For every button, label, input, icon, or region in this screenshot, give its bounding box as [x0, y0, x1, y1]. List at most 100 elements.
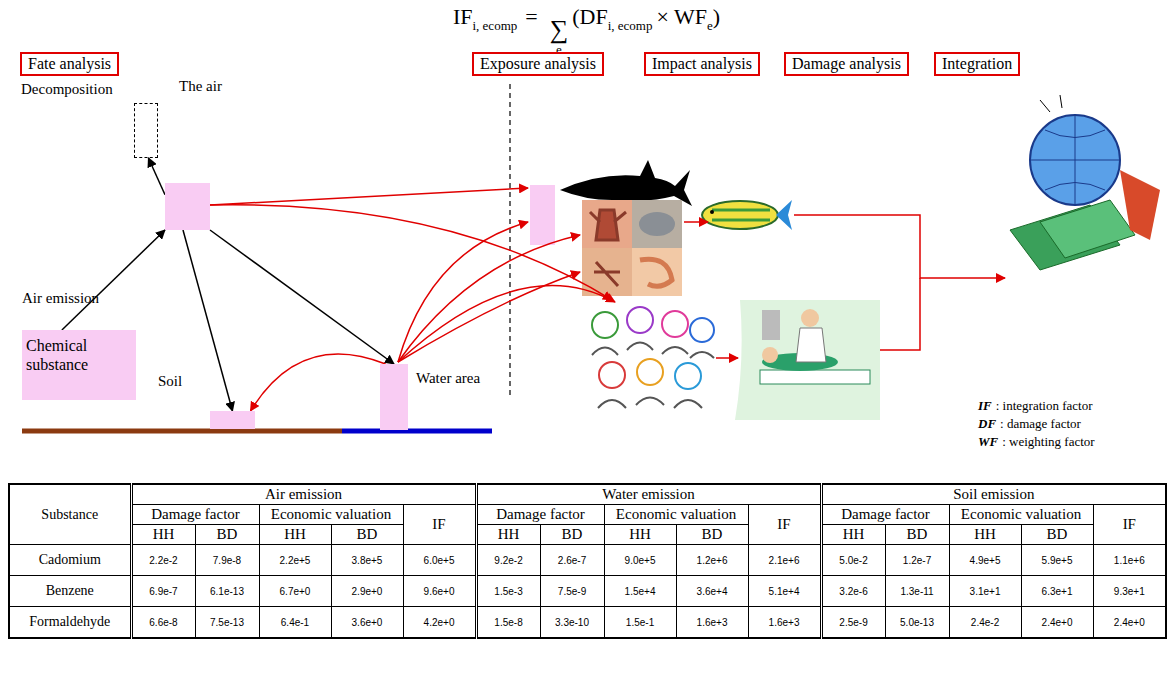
fish-icon [702, 201, 778, 229]
water-ground [342, 429, 492, 434]
hospital-scene [762, 347, 778, 363]
flow-arrow [210, 230, 394, 364]
red-flow-lines [684, 221, 708, 223]
people-group [637, 359, 663, 385]
table-header: Damage factor [821, 505, 949, 525]
legend-entry: WF: weighting factor [978, 434, 1095, 450]
fish-icon [702, 200, 792, 230]
red-flow-lines [210, 188, 528, 205]
node-label: Fate analysis [28, 55, 111, 73]
table-cell: 9.6e+0 [403, 576, 476, 607]
table-cell: 7.9e-8 [195, 545, 259, 576]
node-label: Water area [416, 370, 480, 387]
table-header: BD [885, 525, 949, 545]
table-cell: 5.0e-13 [885, 607, 949, 639]
hospital-scene [735, 300, 880, 420]
soil-compartment: Soil [210, 411, 255, 429]
table-cell: 4.9e+5 [949, 545, 1021, 576]
table-cell: 3.8e+5 [331, 545, 403, 576]
table-cell: 1.5e-3 [476, 576, 540, 607]
table-cell: 5.9e+5 [1021, 545, 1093, 576]
seafood-tiles [632, 200, 682, 248]
stage-box: Fate analysis [20, 52, 119, 76]
table-cell: 3.2e-6 [821, 576, 885, 607]
table-cell: 9.3e+1 [1093, 576, 1166, 607]
table-header: HH [949, 525, 1021, 545]
table-header: Water emission [476, 484, 821, 505]
water-compartment: Water area [380, 364, 408, 430]
table-cell: 1.2e-7 [885, 545, 949, 576]
node-label: Chemical substance [22, 330, 136, 380]
air-compartment: The air [165, 183, 210, 230]
table-header: Economic valuation [604, 505, 748, 525]
seafood-tiles [582, 200, 682, 296]
hospital-scene [735, 300, 880, 420]
node-label: Soil [158, 373, 182, 390]
table-cell: 1.1e+6 [1093, 545, 1166, 576]
formula: IFi, ecomp=∑e(DFi, ecomp× WFe) [0, 4, 1173, 56]
table-header: Damage factor [131, 505, 259, 525]
table-cell: 2.9e+0 [331, 576, 403, 607]
table-cell: 3.6e+4 [676, 576, 748, 607]
table-cell: 5.0e-2 [821, 545, 885, 576]
formula-text: i, ecomp [608, 18, 653, 33]
globe-money-icon [1030, 115, 1120, 205]
table-cell: 3.3e-10 [540, 607, 604, 639]
stage-box: Integration [934, 52, 1020, 76]
fish-icon [776, 200, 792, 230]
flow-arrow [148, 158, 165, 195]
people-group [592, 343, 714, 359]
red-flow-lines [794, 215, 1005, 278]
table-cell: 5.1e+4 [748, 576, 821, 607]
table-header: IF [403, 505, 476, 545]
table-cell: 9.0e+5 [604, 545, 676, 576]
seafood-tiles [632, 248, 682, 296]
node-label: Decomposition [21, 81, 113, 98]
stage-box: Exposure analysis [472, 52, 604, 76]
table-cell: 9.2e-2 [476, 545, 540, 576]
seafood-tiles [590, 210, 626, 286]
table-header: Substance [9, 484, 131, 545]
table-header: Air emission [131, 484, 476, 505]
hospital-scene [801, 309, 819, 327]
flow-arrow [183, 230, 233, 411]
table-cell: 6.7e+0 [259, 576, 331, 607]
table-header: IF [748, 505, 821, 545]
fish-icon [710, 210, 714, 214]
table-cell: 1.5e+4 [604, 576, 676, 607]
people-group [627, 307, 653, 333]
legend-text: : integration factor [996, 398, 1093, 413]
substance-name: Cadomium [9, 545, 131, 576]
table-header: BD [331, 525, 403, 545]
table-header: HH [821, 525, 885, 545]
soil-ground [22, 429, 342, 434]
people-group [598, 398, 702, 409]
table-cell: 2.4e+0 [1093, 607, 1166, 639]
globe-money-icon [1030, 115, 1120, 205]
hospital-scene [762, 310, 780, 340]
seafood-tiles [640, 259, 672, 286]
table-header: HH [131, 525, 195, 545]
table-cell: 3.6e+0 [331, 607, 403, 639]
red-flow-lines [880, 278, 920, 350]
formula-text: (DF [572, 4, 607, 29]
table-cell: 1.5e-8 [476, 607, 540, 639]
table-cell: 4.2e+0 [403, 607, 476, 639]
table-header: Damage factor [476, 505, 604, 525]
legend-entry: DF: damage factor [978, 416, 1081, 432]
table-cell: 2.6e-7 [540, 545, 604, 576]
sum-symbol: ∑e [550, 17, 569, 56]
table-header: Economic valuation [259, 505, 403, 525]
hospital-scene [796, 328, 826, 362]
red-flow-lines [716, 357, 738, 359]
node-label: The air [179, 78, 222, 95]
table-header: Economic valuation [949, 505, 1093, 525]
stage-box: Damage analysis [784, 52, 909, 76]
table-header: IF [1093, 505, 1166, 545]
hospital-scene [760, 370, 870, 384]
legend-symbol: WF [978, 434, 998, 449]
formula-text: ) [713, 4, 720, 29]
table-cell: 6.9e-7 [131, 576, 195, 607]
table-header: BD [1021, 525, 1093, 545]
